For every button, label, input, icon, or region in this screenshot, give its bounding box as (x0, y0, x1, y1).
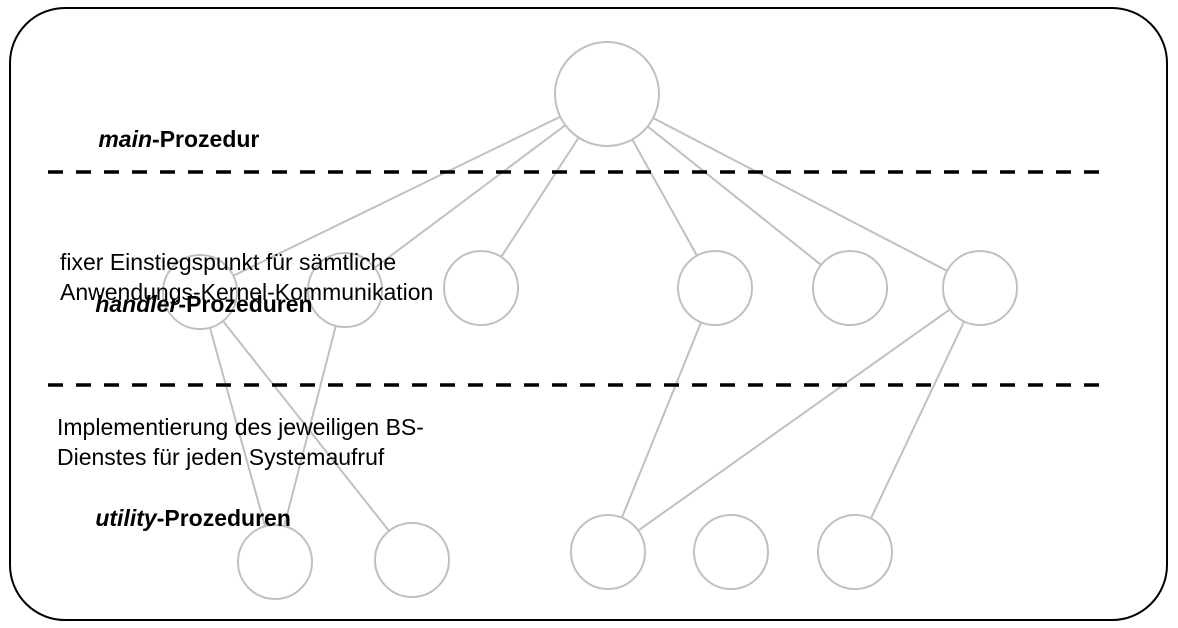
container-outline (9, 7, 1168, 621)
edge-main-1-to-handler-5 (647, 125, 822, 266)
node-handler-1[interactable] (162, 254, 238, 330)
edge-handler-6-to-utility-3 (637, 308, 951, 532)
node-handler-2[interactable] (307, 252, 383, 328)
node-utility-5[interactable] (817, 514, 893, 590)
edge-handler-1-to-utility-2 (222, 320, 390, 532)
edge-handler-2-to-utility-1 (283, 325, 337, 527)
node-group (162, 41, 1018, 600)
edge-group (208, 115, 966, 532)
node-handler-6[interactable] (942, 250, 1018, 326)
node-utility-3[interactable] (570, 514, 646, 590)
node-handler-5[interactable] (812, 250, 888, 326)
edge-handler-4-to-utility-3 (620, 321, 703, 519)
edge-main-1-to-handler-1 (232, 115, 561, 277)
node-handler-3[interactable] (443, 250, 519, 326)
divider-group (48, 170, 1112, 387)
edge-main-1-to-handler-2 (374, 124, 566, 269)
edge-handler-1-to-utility-1 (208, 327, 267, 527)
node-utility-2[interactable] (374, 522, 450, 598)
node-utility-1[interactable] (237, 524, 313, 600)
rounded-container (9, 7, 1168, 621)
node-main-1[interactable] (554, 41, 660, 147)
edge-main-1-to-handler-6 (652, 117, 948, 272)
edge-handler-6-to-utility-5 (869, 321, 966, 519)
node-utility-4[interactable] (693, 514, 769, 590)
edge-main-1-to-handler-3 (500, 137, 580, 258)
edge-main-1-to-handler-4 (631, 138, 698, 257)
node-handler-4[interactable] (677, 250, 753, 326)
